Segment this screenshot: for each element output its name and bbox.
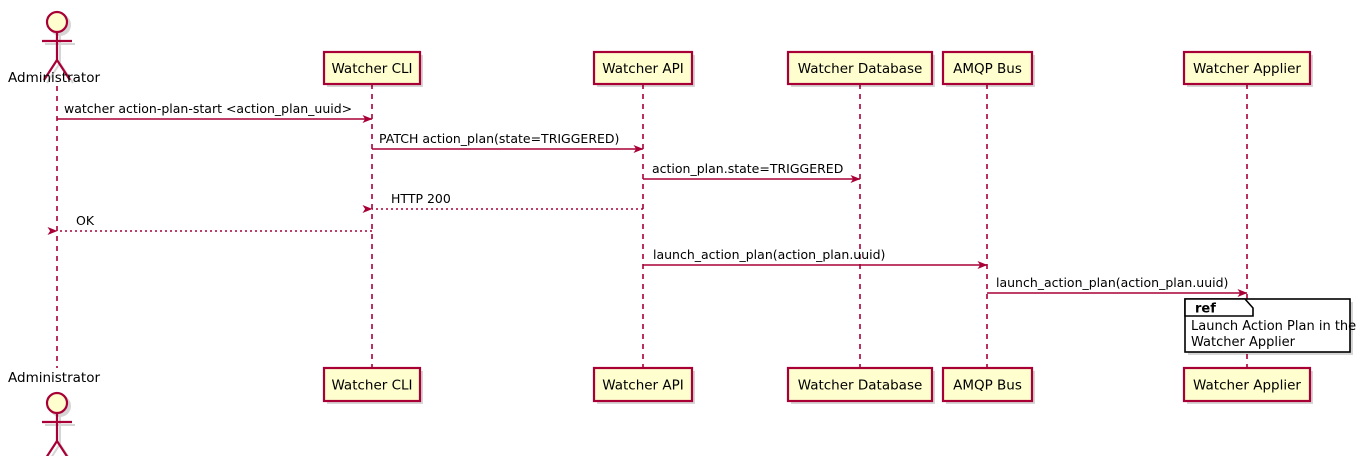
message-label: OK: [76, 213, 95, 228]
ref-body-line-0: Launch Action Plan in the: [1191, 319, 1356, 334]
participant-label-amqp-bus: AMQP Bus: [953, 61, 1022, 77]
participant-label-watcher-applier: Watcher Applier: [1193, 61, 1301, 77]
box-body: [592, 366, 694, 403]
msg-patch-action-plan[interactable]: PATCH action_plan(state=TRIGGERED): [372, 131, 644, 153]
msg-launch-action-plan-bus[interactable]: launch_action_plan(action_plan.uuid): [643, 247, 988, 269]
box-body: [1182, 50, 1312, 86]
actor-administrator-bottom[interactable]: Administrator: [8, 370, 100, 456]
msg-action-plan-state-triggered[interactable]: action_plan.state=TRIGGERED: [643, 161, 861, 183]
participant-box-watcher-cli-top[interactable]: Watcher CLI: [322, 50, 423, 87]
participant-box-watcher-api-bottom[interactable]: Watcher API: [592, 366, 695, 404]
message-label: HTTP 200: [391, 191, 451, 206]
ref-body-line-1: Watcher Applier: [1191, 335, 1296, 350]
participant-box-watcher-cli-bottom[interactable]: Watcher CLI: [322, 366, 423, 404]
box-body: [322, 50, 422, 86]
top-participants-layer: Watcher CLI Watcher API Watcher Database AM…: [322, 50, 1313, 87]
participant-label-watcher-applier: Watcher Applier: [1193, 378, 1301, 394]
ref-tag-label: ref: [1195, 302, 1216, 317]
msg-launch-action-plan-applier[interactable]: launch_action_plan(action_plan.uuid): [987, 275, 1248, 297]
msg-ok[interactable]: OK: [47, 213, 372, 235]
participant-label-amqp-bus: AMQP Bus: [953, 378, 1022, 394]
participant-box-watcher-api-top[interactable]: Watcher API: [592, 50, 695, 87]
participant-label-watcher-database: Watcher Database: [798, 61, 923, 77]
box-body: [941, 366, 1034, 403]
participant-label-watcher-database: Watcher Database: [798, 378, 923, 394]
participant-box-watcher-database-bottom[interactable]: Watcher Database: [786, 366, 935, 404]
participant-box-watcher-database-top[interactable]: Watcher Database: [786, 50, 935, 87]
participant-label-watcher-cli: Watcher CLI: [331, 61, 412, 77]
actor-figure-icon: [42, 391, 72, 456]
participant-label-watcher-api: Watcher API: [602, 378, 684, 394]
box-body: [1182, 366, 1312, 403]
lifelines-layer: [56, 84, 1248, 368]
box-body: [941, 50, 1034, 86]
actor-label-administrator: Administrator: [8, 70, 100, 86]
box-body: [786, 50, 934, 86]
message-label: action_plan.state=TRIGGERED: [652, 161, 843, 176]
actor-administrator-top[interactable]: Administrator: [8, 10, 100, 86]
participant-label-watcher-cli: Watcher CLI: [331, 378, 412, 394]
actor-figure-icon: [42, 10, 72, 81]
participant-box-amqp-bus-top[interactable]: AMQP Bus: [941, 50, 1035, 87]
participant-box-amqp-bus-bottom[interactable]: AMQP Bus: [941, 366, 1035, 404]
message-label: watcher action-plan-start <action_plan_u…: [64, 101, 352, 116]
ref-tag-shape: [1184, 298, 1254, 317]
participant-label-watcher-api: Watcher API: [602, 61, 684, 77]
box-body: [592, 50, 694, 86]
messages-layer: watcher action-plan-start <action_plan_u…: [47, 101, 1248, 297]
actor-label-bottom-administrator: Administrator: [8, 370, 100, 386]
message-label: launch_action_plan(action_plan.uuid): [653, 247, 885, 262]
msg-watcher-action-plan-start[interactable]: watcher action-plan-start <action_plan_u…: [57, 101, 373, 123]
bottom-participants-layer: Watcher CLI Watcher API Watcher Database AM…: [322, 366, 1313, 404]
message-label: PATCH action_plan(state=TRIGGERED): [379, 131, 619, 146]
box-body: [786, 366, 934, 403]
participant-box-watcher-applier-top[interactable]: Watcher Applier: [1182, 50, 1313, 87]
message-label: launch_action_plan(action_plan.uuid): [996, 275, 1228, 290]
participant-box-watcher-applier-bottom[interactable]: Watcher Applier: [1182, 366, 1313, 404]
box-body: [322, 366, 422, 403]
msg-http-200[interactable]: HTTP 200: [362, 191, 643, 213]
